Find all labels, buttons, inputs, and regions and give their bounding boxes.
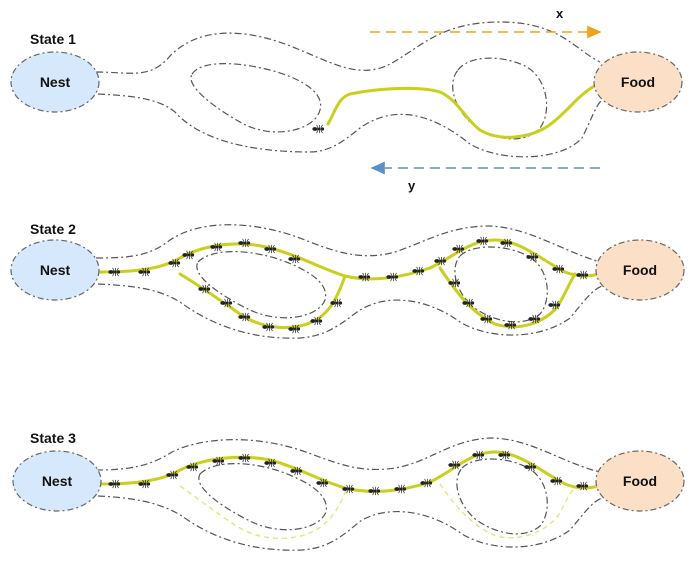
- ant-icon: [108, 479, 121, 489]
- state-2-corridor-bottom: [97, 283, 603, 339]
- state-1-food-label: Food: [621, 74, 655, 90]
- state-1-food: [593, 51, 683, 113]
- state-1-label: State 1: [30, 31, 76, 47]
- ant-icon: [386, 272, 399, 282]
- state-1-island-right: [452, 57, 548, 140]
- ant-icon: [312, 124, 325, 134]
- state-3-trail-main: [98, 450, 602, 493]
- state-1-trail: [326, 82, 600, 139]
- state-3-group: State 3: [12, 430, 685, 551]
- ant-icon: [368, 486, 381, 496]
- state-3-label: State 3: [30, 430, 76, 446]
- state-2-island-right: [454, 246, 548, 323]
- state-2-corridor-top: [95, 224, 601, 263]
- state-3-trail-faint-left: [179, 485, 347, 540]
- state-3-corridor-top: [95, 437, 601, 473]
- state-2-group: State 2: [10, 221, 685, 339]
- ant-icon: [108, 267, 121, 277]
- state-2-trail-main: [98, 238, 602, 281]
- ant-icon: [576, 270, 589, 280]
- state-1-corridor-top: [95, 21, 601, 74]
- state-2-trail-lower-right: [438, 266, 577, 329]
- state-1-corridor-bottom: [97, 93, 603, 158]
- state-3-food: [595, 450, 685, 512]
- state-1-group: State 1 x y Nest Food: [10, 6, 683, 193]
- state-3-nest: [12, 450, 102, 512]
- state-2-nest: [10, 239, 100, 301]
- state-1-island-left: [190, 63, 322, 133]
- ant-icon: [342, 484, 355, 494]
- state-1-nest: [10, 51, 100, 113]
- state-1-nest-label: Nest: [40, 74, 71, 90]
- state-2-food-label: Food: [623, 262, 657, 278]
- state-3-food-label: Food: [623, 473, 657, 489]
- state-3-corridor-bottom: [97, 495, 603, 551]
- state-3-nest-label: Nest: [42, 473, 73, 489]
- x-axis-label: x: [556, 6, 564, 21]
- y-axis-label: y: [408, 178, 416, 193]
- state-2-nest-label: Nest: [40, 262, 71, 278]
- state-2-food: [595, 239, 685, 301]
- state-3-island-left: [198, 463, 327, 531]
- state-3-island-right: [456, 458, 548, 535]
- state-2-island-left: [196, 251, 327, 319]
- state-2-label: State 2: [30, 221, 76, 237]
- ant-icon: [238, 453, 251, 463]
- ant-icon: [238, 238, 251, 248]
- state-3-trail-faint-right: [439, 483, 577, 539]
- ant-icon: [394, 484, 407, 494]
